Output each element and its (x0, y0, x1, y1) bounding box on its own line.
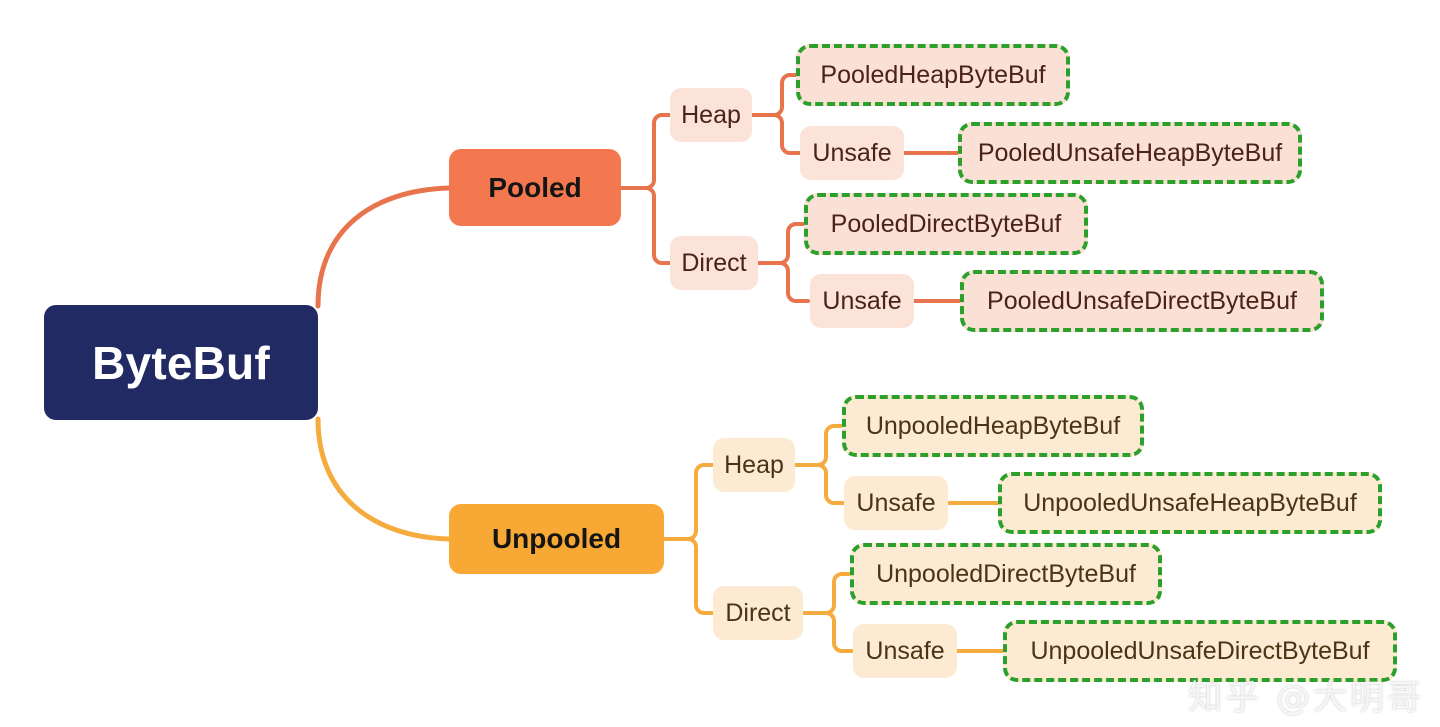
leaf-node-unpooled-unsafe-heap-bytebuf[interactable]: UnpooledUnsafeHeapByteBuf (998, 472, 1382, 534)
leaf-node-pooled-heap-bytebuf[interactable]: PooledHeapByteBuf (796, 44, 1070, 106)
root-node-bytebuf[interactable]: ByteBuf (44, 305, 318, 420)
leaf-node-pooled-unsafe-direct-bytebuf[interactable]: PooledUnsafeDirectByteBuf (960, 270, 1324, 332)
leaf-node-pooled-direct-bytebuf[interactable]: PooledDirectByteBuf (804, 193, 1088, 255)
leaf-node-unpooled-unsafe-direct-bytebuf[interactable]: UnpooledUnsafeDirectByteBuf (1003, 620, 1397, 682)
category-node-pooled-direct[interactable]: Direct (670, 236, 758, 290)
branch-node-unpooled[interactable]: Unpooled (449, 504, 664, 574)
category-node-unpooled-direct-unsafe[interactable]: Unsafe (853, 624, 957, 678)
category-node-pooled-heap-unsafe[interactable]: Unsafe (800, 126, 904, 180)
branch-node-pooled[interactable]: Pooled (449, 149, 621, 226)
category-node-pooled-heap[interactable]: Heap (670, 88, 752, 142)
category-node-unpooled-direct[interactable]: Direct (713, 586, 803, 640)
leaf-node-pooled-unsafe-heap-bytebuf[interactable]: PooledUnsafeHeapByteBuf (958, 122, 1302, 184)
leaf-node-unpooled-direct-bytebuf[interactable]: UnpooledDirectByteBuf (850, 543, 1162, 605)
leaf-node-unpooled-heap-bytebuf[interactable]: UnpooledHeapByteBuf (842, 395, 1144, 457)
category-node-unpooled-heap-unsafe[interactable]: Unsafe (844, 476, 948, 530)
category-node-pooled-direct-unsafe[interactable]: Unsafe (810, 274, 914, 328)
category-node-unpooled-heap[interactable]: Heap (713, 438, 795, 492)
